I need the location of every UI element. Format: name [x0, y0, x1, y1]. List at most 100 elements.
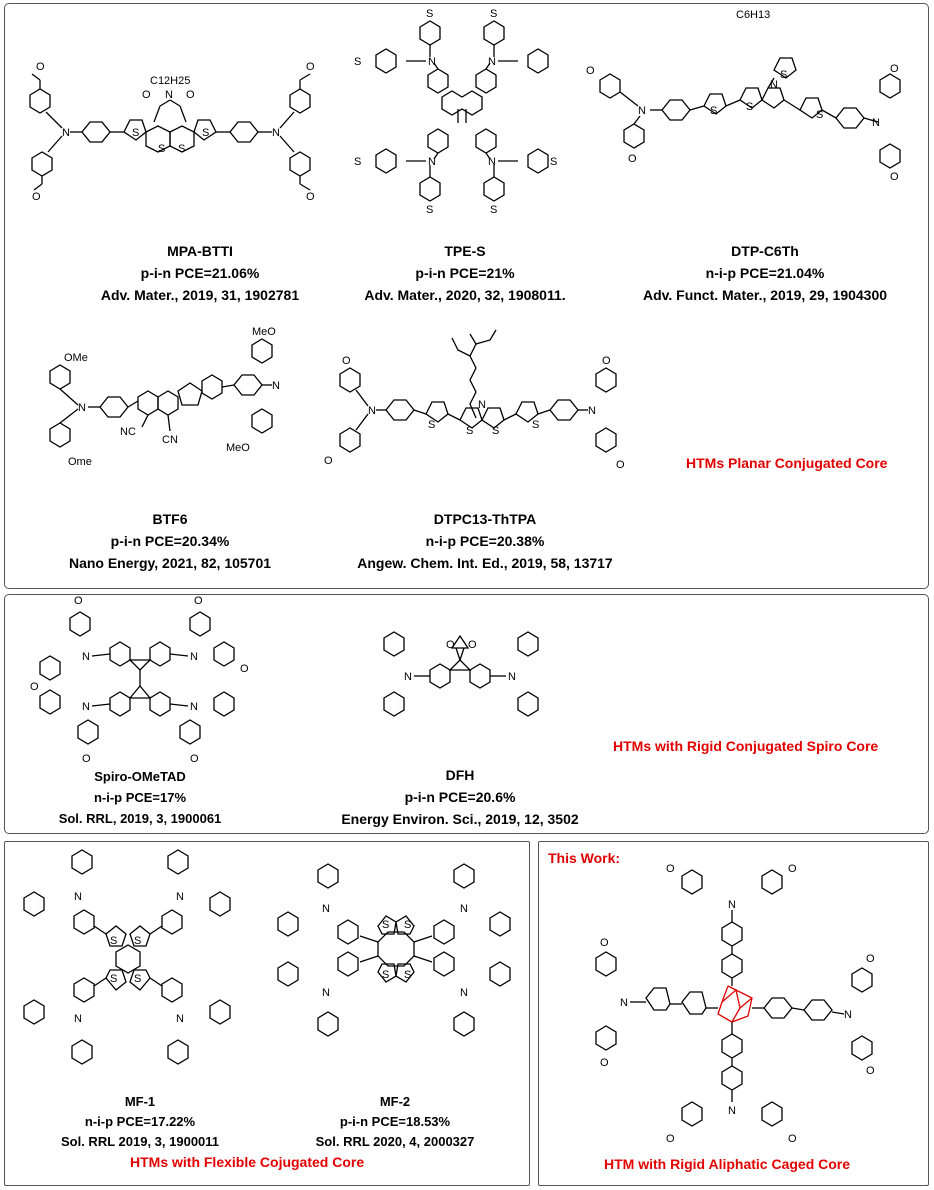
molecule-name: MPA-BTTI [167, 243, 233, 259]
atom-label: O [666, 863, 675, 875]
caption-mpa-btti: MPA-BTTI p-i-n PCE=21.06% Adv. Mater., 2… [60, 240, 340, 306]
atom-label: S [354, 56, 361, 68]
device-pce: n-i-p PCE=21.04% [705, 265, 825, 281]
atom-label: S [466, 425, 473, 437]
atom-label: S [132, 127, 139, 139]
atom-label: O [666, 1133, 675, 1145]
atom-label: N [78, 402, 86, 414]
atom-label: N [62, 127, 70, 139]
atom-label: O [190, 753, 199, 765]
atom-label: O [602, 355, 611, 367]
reference: Angew. Chem. Int. Ed., 2019, 58, 13717 [357, 555, 613, 571]
atom-label: O [788, 863, 797, 875]
molecule-name: MF-1 [124, 1094, 156, 1109]
atom-label: O [324, 455, 333, 467]
atom-label: N [428, 56, 436, 68]
atom-label: O [890, 171, 899, 183]
reference: Adv. Funct. Mater., 2019, 29, 1904300 [642, 287, 888, 303]
atom-label: S [382, 919, 389, 931]
atom-label: O [306, 61, 315, 73]
atom-label: S [404, 969, 411, 981]
category-label-planar: HTMs Planar Conjugated Core [686, 455, 888, 471]
atom-label: N [74, 891, 82, 903]
atom-label: N [588, 405, 596, 417]
atom-label: S [202, 127, 209, 139]
atom-label: O [866, 1065, 875, 1077]
caption-btf6: BTF6 p-i-n PCE=20.34% Nano Energy, 2021,… [40, 508, 300, 574]
atom-label: N [460, 903, 468, 915]
atom-label: N [82, 651, 90, 663]
atom-label: N [176, 891, 184, 903]
alkyl-label: C6H13 [736, 9, 770, 21]
atom-label: N [488, 56, 496, 68]
atom-label: O [866, 953, 875, 965]
atom-label: O [616, 459, 625, 471]
structure-dfh: N N O O [383, 631, 539, 717]
atom-label: NC [120, 426, 136, 438]
atom-label: N [844, 1009, 852, 1021]
atom-label: N [488, 156, 496, 168]
atom-label: O [306, 191, 315, 203]
atom-label: S [178, 143, 185, 155]
atom-label: N [620, 997, 628, 1009]
atom-label: O [36, 61, 45, 73]
atom-label: S [550, 156, 557, 168]
atom-label: N [638, 105, 646, 117]
device-pce: p-i-n PCE=21.06% [140, 265, 260, 281]
atom-label: N [322, 903, 330, 915]
atom-label: O [342, 355, 351, 367]
atom-label: N [770, 79, 778, 91]
atom-label: S [490, 8, 497, 20]
atom-label: MeO [252, 326, 276, 338]
atom-label: S [158, 143, 165, 155]
device-pce: n-i-p PCE=20.38% [425, 533, 545, 549]
device-pce: p-i-n PCE=21% [415, 265, 515, 281]
atom-label: N [176, 1013, 184, 1025]
atom-label: O [600, 937, 609, 949]
atom-label: S [746, 101, 753, 113]
structure-this-work: N N N N O O O O O O O O [595, 863, 875, 1145]
structure-mpa-btti: O O N S S S S O N O C12H25 N O O [29, 61, 315, 203]
this-work-label: This Work: [548, 850, 621, 866]
atom-label: O [142, 89, 151, 101]
atom-label: N [368, 405, 376, 417]
molecule-name: BTF6 [152, 511, 188, 527]
device-pce: p-i-n PCE=18.53% [339, 1114, 451, 1129]
structure-tpe-s: N N N N S S S S S S S [354, 8, 557, 216]
atom-label: N [190, 701, 198, 713]
atom-label: N [190, 651, 198, 663]
structure-dtp-c6th: N S S N S S N C6H13 O O O O [586, 9, 901, 183]
atom-label: S [110, 935, 117, 947]
atom-label: N [322, 987, 330, 999]
atom-label: O [32, 191, 41, 203]
atom-label: S [426, 8, 433, 20]
atom-label: N [478, 399, 486, 411]
molecule-name: MF-2 [379, 1094, 411, 1109]
caption-tpe-s: TPE-S p-i-n PCE=21% Adv. Mater., 2020, 3… [320, 240, 610, 306]
atom-label: S [404, 919, 411, 931]
atom-label: O [240, 663, 249, 675]
atom-label: N [508, 671, 516, 683]
atom-label: S [382, 969, 389, 981]
structure-mf2: N N N N S S S S [277, 863, 511, 1037]
atom-label: O [628, 153, 637, 165]
reference: Sol. RRL 2019, 3, 1900011 [60, 1134, 220, 1149]
atom-label: S [816, 109, 823, 121]
atom-label: S [134, 973, 141, 985]
structure-btf6: N N OMe Ome NC CN MeO MeO [49, 326, 280, 468]
atom-label: S [426, 204, 433, 216]
atom-label: MeO [226, 442, 250, 454]
atom-label: N [872, 117, 880, 129]
atom-label: N [460, 987, 468, 999]
molecule-name: DFH [445, 767, 475, 783]
atom-label: N [165, 89, 173, 101]
atom-label: N [404, 671, 412, 683]
atom-label: N [74, 1013, 82, 1025]
panel-flexible-core [4, 841, 530, 1186]
alkyl-label: C12H25 [150, 75, 190, 87]
atom-label: N [428, 156, 436, 168]
caption-spiro-ometad: Spiro-OMeTAD n-i-p PCE=17% Sol. RRL, 201… [20, 766, 260, 829]
molecule-name: DTP-C6Th [731, 243, 799, 259]
atom-label: N [82, 701, 90, 713]
